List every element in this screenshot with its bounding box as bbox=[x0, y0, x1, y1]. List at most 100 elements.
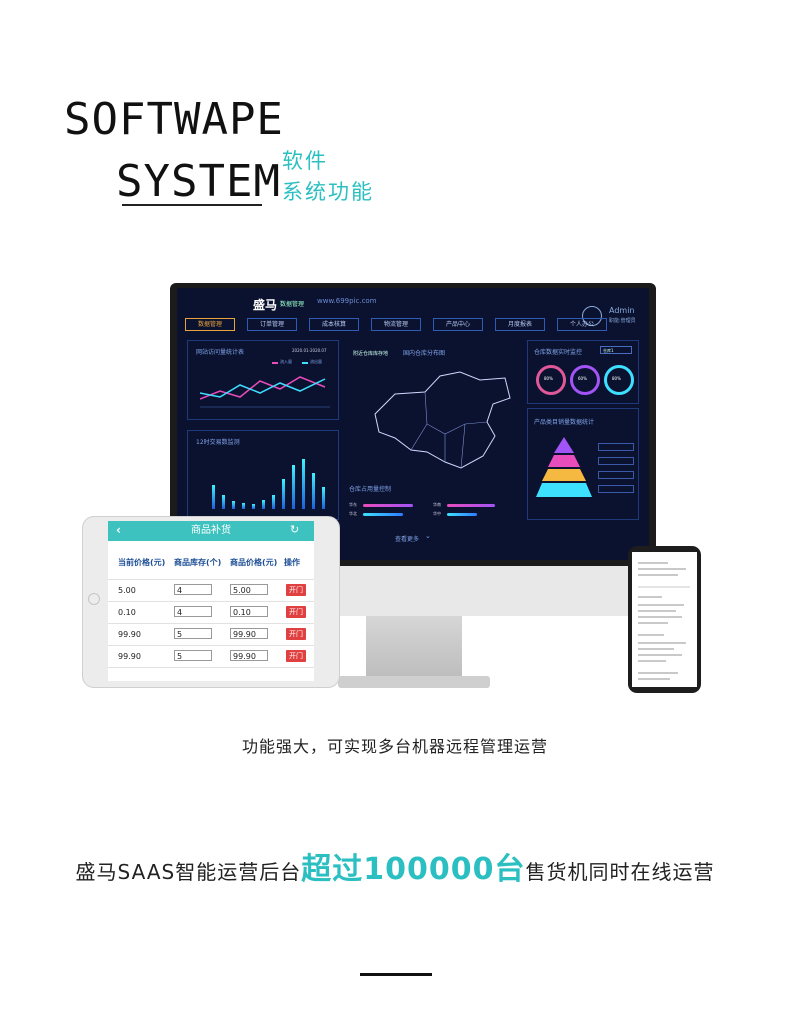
feature-caption: 功能强大，可实现多台机器远程管理运营 bbox=[241, 737, 548, 756]
admin-name: Admin bbox=[609, 306, 635, 315]
phone-text-line bbox=[638, 616, 682, 618]
trade-bar-chart bbox=[208, 451, 328, 509]
panel-storage: 仓库占用量控制 华东 华北 华南 华中 bbox=[345, 484, 525, 532]
trade-bar bbox=[282, 479, 285, 509]
storage-row-label: 华南 bbox=[433, 502, 441, 507]
trade-bar bbox=[292, 465, 295, 509]
nav-data[interactable]: 数据管理 bbox=[185, 318, 235, 331]
realtime-ring-label: 80% bbox=[612, 376, 621, 381]
phone-text-line bbox=[638, 604, 684, 606]
visits-line-chart bbox=[200, 376, 330, 408]
col-action: 操作 bbox=[284, 558, 300, 567]
hero-underline bbox=[122, 204, 262, 206]
open-door-button[interactable]: 开门 bbox=[286, 606, 306, 618]
nav-products[interactable]: 产品中心 bbox=[433, 318, 483, 331]
trade-bar bbox=[312, 473, 315, 509]
legend-inflow-swatch bbox=[272, 362, 278, 364]
phone-text-line bbox=[638, 586, 690, 588]
trade-bar bbox=[212, 485, 215, 509]
nav-monthly[interactable]: 月度报表 bbox=[495, 318, 545, 331]
phone-text-line bbox=[638, 568, 686, 570]
panel-map: 附近仓库库存地 国内仓库分布图 bbox=[345, 340, 525, 520]
hero-title-line2: SYSTEM bbox=[116, 156, 281, 207]
trade-bar bbox=[302, 459, 305, 509]
phone-text-line bbox=[638, 596, 662, 598]
cell-current-price: 99.90 bbox=[118, 630, 141, 639]
tablet-home-button bbox=[88, 593, 100, 605]
nav-cost[interactable]: 成本核算 bbox=[309, 318, 359, 331]
storage-progress bbox=[363, 504, 413, 507]
category-legend-row bbox=[598, 457, 634, 465]
realtime-ring-label: 80% bbox=[544, 376, 553, 381]
stock-input[interactable]: 5 bbox=[174, 628, 212, 639]
dashboard-nav: 数据管理 订单管理 成本核算 物流管理 产品中心 月度报表 个人办公 bbox=[185, 318, 607, 331]
table-row-partial bbox=[108, 667, 314, 681]
phone-screen bbox=[632, 552, 697, 687]
open-door-button[interactable]: 开门 bbox=[286, 584, 306, 596]
stock-input[interactable]: 5 bbox=[174, 650, 212, 661]
price-input[interactable]: 99.90 bbox=[230, 628, 268, 639]
trade-bar bbox=[322, 487, 325, 509]
price-input[interactable]: 0.10 bbox=[230, 606, 268, 617]
panel-visits-range: 2020.01-2020.07 bbox=[292, 348, 327, 353]
col-current-price: 当前价格(元) bbox=[118, 558, 166, 567]
panel-realtime: 仓库数据实时监控 仓库1 80% 60% 80% bbox=[527, 340, 639, 404]
panel-category: 产品类目销量数据统计 bbox=[527, 408, 639, 520]
panel-visits: 网站访问量统计表 2020.01-2020.07 流入量 流出量 bbox=[187, 340, 339, 420]
footer-divider bbox=[360, 973, 432, 976]
monitor-stand-base bbox=[338, 676, 490, 688]
open-door-button[interactable]: 开门 bbox=[286, 628, 306, 640]
nav-office[interactable]: 个人办公 bbox=[557, 318, 607, 331]
phone-text-line bbox=[638, 660, 666, 662]
nav-orders[interactable]: 订单管理 bbox=[247, 318, 297, 331]
nav-logistics[interactable]: 物流管理 bbox=[371, 318, 421, 331]
trade-bar bbox=[242, 503, 245, 509]
table-row: 0.10 4 0.10 开门 bbox=[108, 601, 314, 623]
phone-text-line bbox=[638, 610, 676, 612]
hero-title-line1: SOFTWAPE bbox=[64, 94, 284, 145]
price-input[interactable]: 5.00 bbox=[230, 584, 268, 595]
cell-current-price: 5.00 bbox=[118, 586, 136, 595]
storage-row-label: 华中 bbox=[433, 511, 441, 516]
warehouse-select[interactable]: 仓库1 bbox=[600, 346, 632, 354]
category-legend-row bbox=[598, 443, 634, 451]
view-more-link[interactable]: 查看更多 bbox=[395, 536, 420, 543]
chevron-left-icon[interactable]: ‹ bbox=[116, 523, 121, 537]
phone-text-line bbox=[638, 654, 682, 656]
phone-text-line bbox=[638, 642, 686, 644]
slogan-highlight: 超过100000台 bbox=[301, 852, 526, 887]
legend-outflow-swatch bbox=[302, 362, 308, 364]
panel-visits-title: 网站访问量统计表 bbox=[196, 349, 245, 356]
storage-row-label: 华东 bbox=[349, 502, 357, 507]
dashboard-brand: 盛马 bbox=[253, 298, 278, 312]
hero-cn-line2: 系统功能 bbox=[282, 180, 374, 204]
slogan-prefix: 盛马SAAS智能运营后台 bbox=[75, 860, 302, 884]
category-pyramid bbox=[536, 437, 592, 497]
admin-avatar[interactable] bbox=[582, 306, 602, 326]
tablet-title: 商品补货 bbox=[191, 525, 231, 536]
trade-bar bbox=[262, 500, 265, 509]
table-row: 99.90 5 99.90 开门 bbox=[108, 623, 314, 645]
stock-input[interactable]: 4 bbox=[174, 606, 212, 617]
panel-trade-title: 12时交易数监测 bbox=[196, 439, 240, 446]
stock-input[interactable]: 4 bbox=[174, 584, 212, 595]
refresh-icon[interactable]: ↻ bbox=[290, 523, 300, 536]
legend-outflow: 流出量 bbox=[310, 359, 322, 364]
legend-inflow: 流入量 bbox=[280, 359, 292, 364]
trade-bar bbox=[272, 495, 275, 509]
trade-bar bbox=[232, 501, 235, 509]
open-door-button[interactable]: 开门 bbox=[286, 650, 306, 662]
dashboard-brand-sub: 数据管理 bbox=[280, 301, 305, 308]
chevron-down-icon[interactable]: ⌄ bbox=[425, 532, 431, 540]
admin-role: 职能:管理员 bbox=[609, 318, 636, 324]
panel-storage-title: 仓库占用量控制 bbox=[349, 486, 392, 493]
storage-progress bbox=[447, 513, 477, 516]
cell-current-price: 99.90 bbox=[118, 652, 141, 661]
storage-progress bbox=[363, 513, 403, 516]
col-new-price: 商品价格(元) bbox=[230, 558, 278, 567]
tablet-screen: 商品补货 ‹ ↻ 当前价格(元) 商品库存(个) 商品价格(元) 操作 5.00… bbox=[108, 521, 314, 681]
price-input[interactable]: 99.90 bbox=[230, 650, 268, 661]
tablet-header: 商品补货 bbox=[108, 521, 314, 541]
realtime-ring bbox=[536, 365, 566, 395]
table-row: 99.90 5 99.90 开门 bbox=[108, 645, 314, 667]
